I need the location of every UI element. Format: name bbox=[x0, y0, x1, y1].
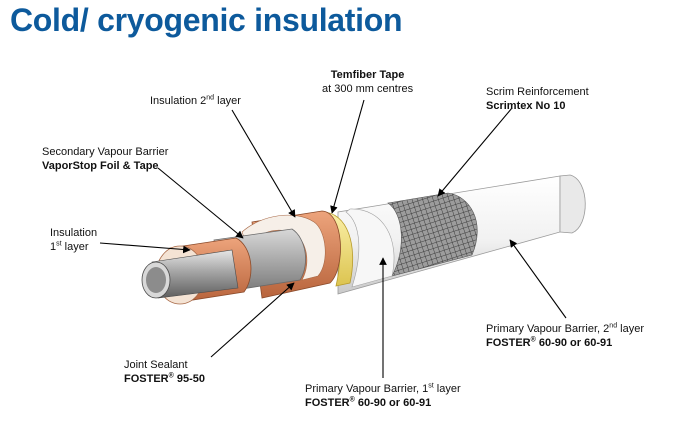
scrim-product: Scrimtex No 10 bbox=[486, 100, 565, 112]
label-primary-barrier-2nd: Primary Vapour Barrier, 2nd layer FOSTER… bbox=[486, 322, 644, 350]
label-secondary-vapour-barrier: Secondary Vapour Barrier VaporStop Foil … bbox=[42, 145, 168, 173]
temfiber-tape-detail: at 300 mm centres bbox=[322, 83, 413, 95]
insulation1-label: Insulation bbox=[50, 227, 97, 239]
primary1-text: Primary Vapour Barrier, 1 bbox=[305, 383, 428, 395]
joint-sealant-label: Joint Sealant bbox=[124, 359, 188, 371]
joint-sealant-product: 95-50 bbox=[174, 373, 205, 385]
primary1-suffix: layer bbox=[434, 383, 461, 395]
label-primary-barrier-1st: Primary Vapour Barrier, 1st layer FOSTER… bbox=[305, 382, 461, 410]
leader-insulation-2nd bbox=[232, 110, 295, 217]
insulation2-sup: nd bbox=[206, 94, 214, 101]
leader-primary-2nd bbox=[510, 240, 566, 318]
primary2-product: 60-90 or 60-91 bbox=[536, 337, 612, 349]
primary1-product: 60-90 or 60-91 bbox=[355, 397, 431, 409]
insulation1-suffix: layer bbox=[62, 241, 89, 253]
label-scrim-reinforcement: Scrim Reinforcement Scrimtex No 10 bbox=[486, 85, 589, 113]
label-joint-sealant: Joint Sealant FOSTER® 95-50 bbox=[124, 358, 205, 386]
leader-temfiber bbox=[332, 100, 364, 213]
secondary-barrier-label: Secondary Vapour Barrier bbox=[42, 146, 168, 158]
temfiber-tape-name: Temfiber Tape bbox=[331, 69, 405, 81]
scrim-label: Scrim Reinforcement bbox=[486, 86, 589, 98]
leader-scrim bbox=[438, 108, 512, 196]
joint-sealant-brand: FOSTER bbox=[124, 373, 169, 385]
label-insulation-1st-layer: Insulation 1st layer bbox=[50, 226, 97, 254]
primary2-text: Primary Vapour Barrier, 2 bbox=[486, 323, 609, 335]
primary2-suffix: layer bbox=[617, 323, 644, 335]
label-insulation-2nd-layer: Insulation 2nd layer bbox=[150, 94, 241, 108]
primary2-brand: FOSTER bbox=[486, 337, 531, 349]
leader-secondary-barrier bbox=[158, 168, 243, 238]
secondary-barrier-product: VaporStop Foil & Tape bbox=[42, 160, 159, 172]
primary2-sup: nd bbox=[609, 322, 617, 329]
primary1-brand: FOSTER bbox=[305, 397, 350, 409]
insulation2-suffix: layer bbox=[214, 95, 241, 107]
scrim-mesh-layer bbox=[388, 193, 477, 276]
label-temfiber-tape: Temfiber Tape at 300 mm centres bbox=[322, 68, 413, 96]
insulation2-text: Insulation 2 bbox=[150, 95, 206, 107]
